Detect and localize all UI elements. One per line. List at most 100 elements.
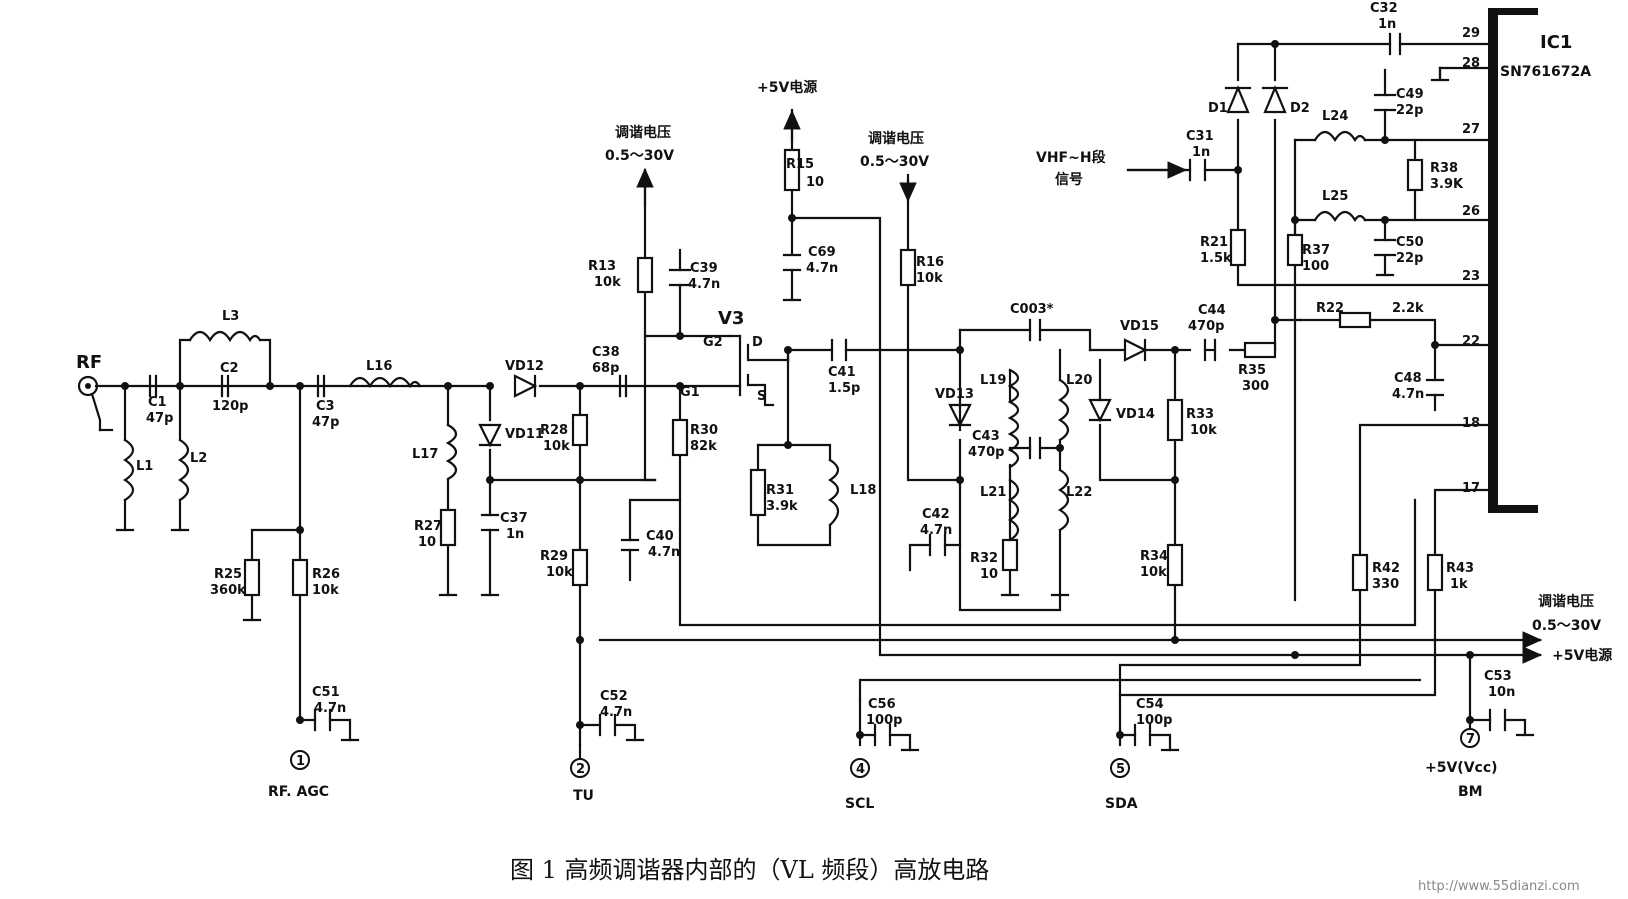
svg-text:4.7n: 4.7n	[648, 545, 680, 560]
svg-text:L1: L1	[136, 459, 153, 474]
rail-labels: 调谐电压 0.5～30V +5V电源 调谐电压 0.5～30V VHF~H段 信…	[605, 79, 1612, 664]
svg-text:10: 10	[980, 567, 998, 582]
svg-text:G2: G2	[703, 335, 723, 350]
svg-text:C42: C42	[922, 507, 950, 522]
svg-text:VD15: VD15	[1120, 319, 1159, 334]
svg-text:22p: 22p	[1396, 103, 1423, 118]
svg-text:R31: R31	[766, 483, 794, 498]
svg-text:1.5p: 1.5p	[828, 381, 860, 396]
svg-text:VHF~H段: VHF~H段	[1036, 149, 1106, 166]
svg-text:L3: L3	[222, 309, 239, 324]
svg-text:1k: 1k	[1450, 577, 1468, 592]
svg-text:C38: C38	[592, 345, 620, 360]
svg-text:+5V电源: +5V电源	[1552, 647, 1612, 664]
svg-text:R22: R22	[1316, 301, 1344, 316]
svg-text:R26: R26	[312, 567, 340, 582]
svg-text:C48: C48	[1394, 371, 1422, 386]
svg-text:R37: R37	[1302, 243, 1330, 258]
svg-text:10k: 10k	[594, 275, 621, 290]
junctions	[121, 40, 1474, 739]
svg-text:68p: 68p	[592, 361, 619, 376]
svg-text:RF. AGC: RF. AGC	[268, 784, 329, 800]
svg-text:D: D	[752, 335, 763, 350]
svg-text:1: 1	[296, 754, 305, 769]
svg-text:1n: 1n	[506, 527, 524, 542]
svg-text:18: 18	[1462, 416, 1480, 431]
svg-text:23: 23	[1462, 269, 1480, 284]
svg-text:470p: 470p	[1188, 319, 1224, 334]
svg-text:R38: R38	[1430, 161, 1458, 176]
svg-text:BM: BM	[1458, 784, 1483, 800]
svg-text:调谐电压: 调谐电压	[1538, 593, 1594, 610]
svg-text:100p: 100p	[1136, 713, 1172, 728]
svg-text:C003*: C003*	[1010, 302, 1054, 317]
terminal-1: 1 RF. AGC	[268, 750, 329, 800]
svg-text:3.9K: 3.9K	[1430, 177, 1464, 192]
rf-connector: RF	[76, 352, 102, 397]
svg-text:10k: 10k	[1140, 565, 1167, 580]
svg-text:R15: R15	[786, 157, 814, 172]
svg-text:1n: 1n	[1378, 17, 1396, 32]
svg-text:C54: C54	[1136, 697, 1164, 712]
svg-text:SDA: SDA	[1105, 796, 1138, 812]
svg-text:C51: C51	[312, 685, 340, 700]
svg-text:C40: C40	[646, 529, 674, 544]
svg-text:4.7n: 4.7n	[920, 523, 952, 538]
svg-text:C56: C56	[868, 697, 896, 712]
svg-text:3.9k: 3.9k	[766, 499, 798, 514]
rf-label: RF	[76, 352, 102, 373]
svg-text:2.2k: 2.2k	[1392, 301, 1424, 316]
svg-text:VD11: VD11	[505, 427, 544, 442]
svg-text:0.5～30V: 0.5～30V	[860, 154, 929, 170]
svg-text:C32: C32	[1370, 1, 1398, 16]
terminal-4: 4 SCL	[845, 758, 874, 812]
svg-text:R30: R30	[690, 423, 718, 438]
fet-v3: V3 G2 G1 D S	[680, 308, 766, 404]
svg-text:10k: 10k	[1190, 423, 1217, 438]
svg-text:47p: 47p	[146, 411, 173, 426]
svg-text:G1: G1	[680, 385, 700, 400]
svg-text:C41: C41	[828, 365, 856, 380]
ic-body: IC1 SN761672A	[1488, 8, 1591, 513]
svg-text:R13: R13	[588, 259, 616, 274]
svg-text:调谐电压: 调谐电压	[868, 130, 924, 147]
svg-text:1.5k: 1.5k	[1200, 251, 1232, 266]
svg-text:2: 2	[576, 762, 585, 777]
svg-text:22: 22	[1462, 334, 1480, 349]
svg-text:10k: 10k	[312, 583, 339, 598]
svg-text:82k: 82k	[690, 439, 717, 454]
svg-text:10n: 10n	[1488, 685, 1515, 700]
svg-text:C43: C43	[972, 429, 1000, 444]
svg-text:C49: C49	[1396, 87, 1424, 102]
svg-text:R32: R32	[970, 551, 998, 566]
svg-text:VD13: VD13	[935, 387, 974, 402]
figure-caption: 图 1 高频调谐器内部的（VL 频段）高放电路	[510, 856, 989, 884]
terminal-5: 5 SDA	[1105, 758, 1138, 812]
svg-text:R16: R16	[916, 255, 944, 270]
svg-text:C2: C2	[220, 361, 239, 376]
ic-part: SN761672A	[1500, 64, 1591, 80]
svg-text:5: 5	[1116, 762, 1125, 777]
svg-text:R28: R28	[540, 423, 568, 438]
svg-text:47p: 47p	[312, 415, 339, 430]
svg-text:C1: C1	[148, 395, 167, 410]
svg-text:L19: L19	[980, 373, 1006, 388]
svg-text:C39: C39	[690, 261, 718, 276]
svg-text:10k: 10k	[543, 439, 570, 454]
svg-text:VD14: VD14	[1116, 407, 1155, 422]
svg-text:V3: V3	[718, 308, 744, 329]
inductors	[122, 130, 1367, 542]
svg-text:4.7n: 4.7n	[314, 701, 346, 716]
svg-text:29: 29	[1462, 26, 1480, 41]
svg-text:L24: L24	[1322, 109, 1348, 124]
svg-text:+5V(Vcc): +5V(Vcc)	[1425, 760, 1498, 776]
svg-text:S: S	[757, 389, 766, 404]
svg-text:L20: L20	[1066, 373, 1092, 388]
svg-text:4.7n: 4.7n	[600, 705, 632, 720]
svg-text:4.7n: 4.7n	[688, 277, 720, 292]
svg-text:120p: 120p	[212, 399, 248, 414]
svg-text:360k: 360k	[210, 583, 246, 598]
svg-text:R33: R33	[1186, 407, 1214, 422]
svg-text:C44: C44	[1198, 303, 1226, 318]
